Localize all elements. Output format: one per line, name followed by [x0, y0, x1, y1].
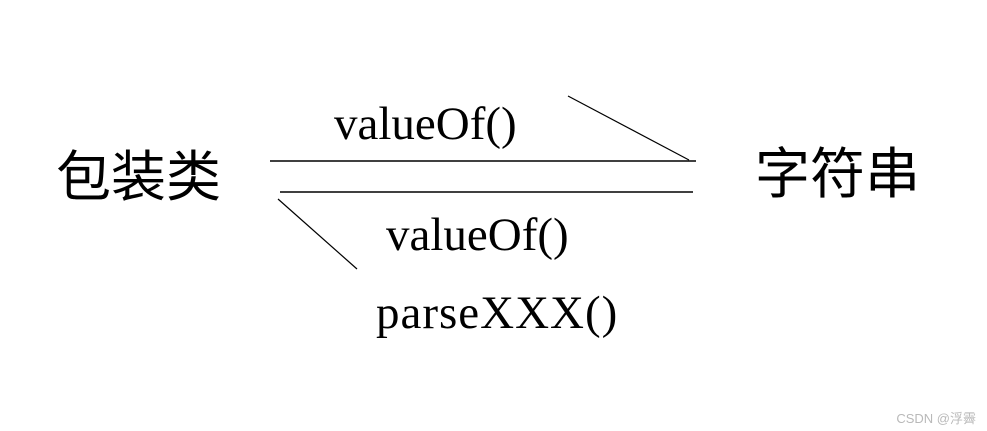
- backward-arrowhead-stroke: [277, 198, 358, 270]
- forward-arrowhead-stroke: [567, 95, 690, 161]
- watermark: CSDN @浮霽: [896, 411, 976, 426]
- left-node-label: 包装类: [56, 147, 222, 208]
- backward-arrow-label-valueof: valueOf(): [386, 209, 569, 261]
- backward-arrow-label-parsexxx: parseXXX(): [376, 287, 619, 339]
- right-node-label: 字符串: [755, 144, 921, 205]
- forward-arrow-label: valueOf(): [334, 98, 517, 150]
